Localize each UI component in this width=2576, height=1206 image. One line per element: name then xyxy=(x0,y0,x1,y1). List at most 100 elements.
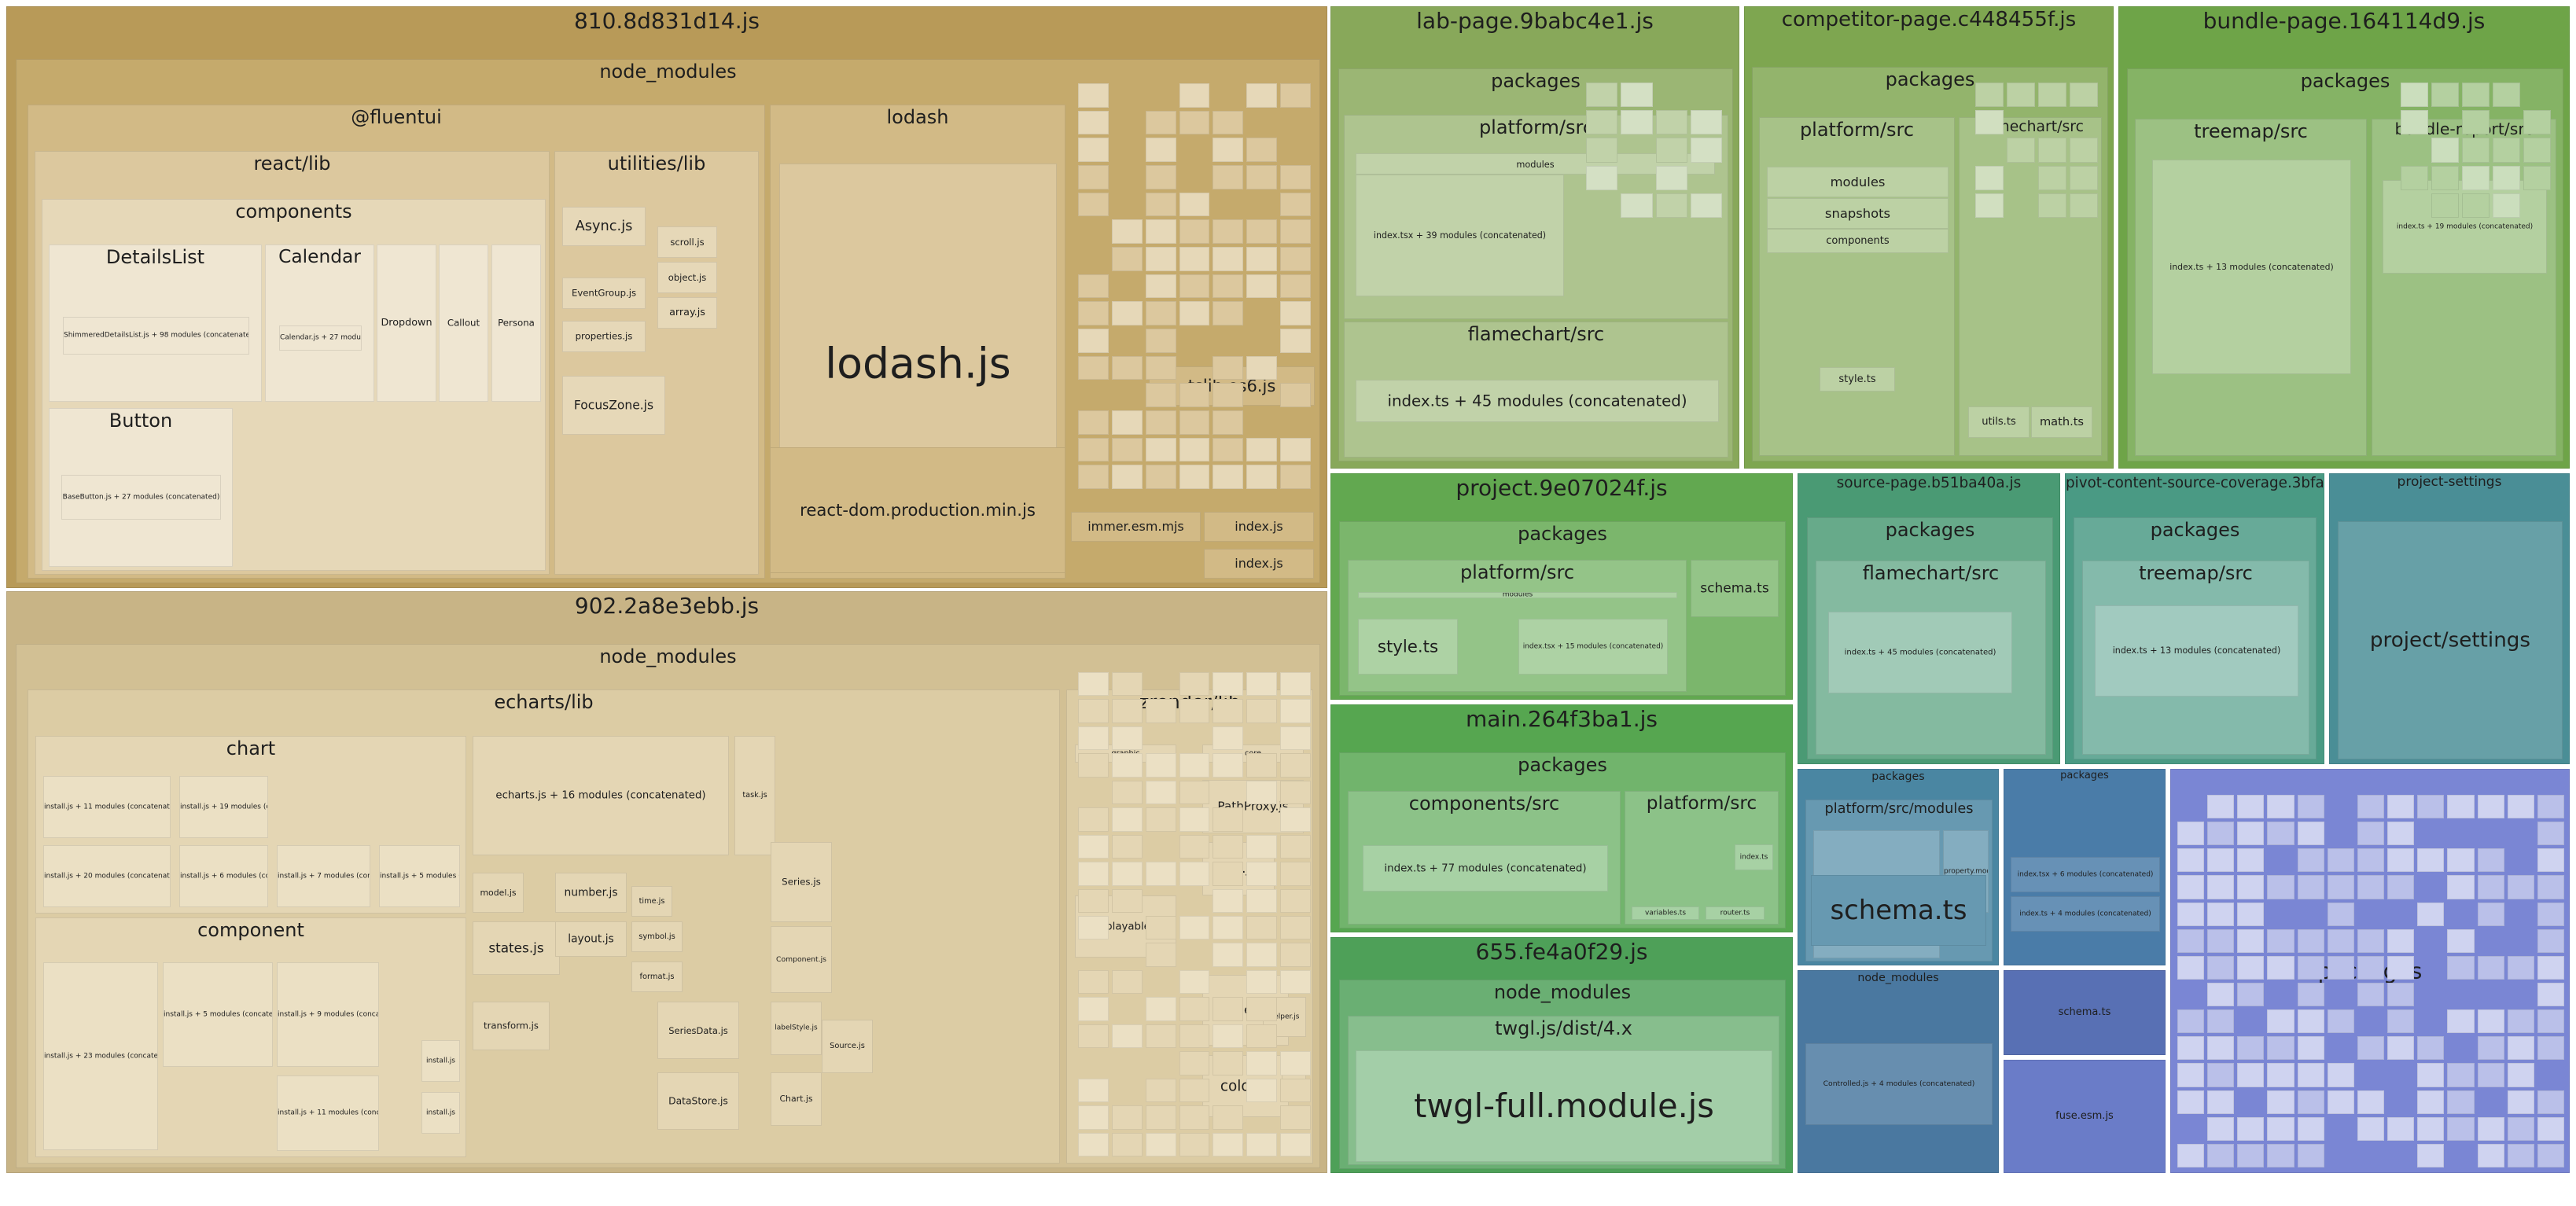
module-cell[interactable] xyxy=(2417,848,2445,873)
module-cell[interactable] xyxy=(2357,1090,2385,1114)
module-cell[interactable] xyxy=(1213,834,1244,859)
module-cell[interactable] xyxy=(2417,1143,2445,1167)
module-cell[interactable] xyxy=(1145,410,1176,435)
module-cell[interactable] xyxy=(1111,1024,1143,1049)
module-cell[interactable] xyxy=(2507,1116,2534,1141)
module-number-js[interactable]: number.js xyxy=(555,873,627,913)
module-cell[interactable] xyxy=(1078,110,1109,135)
module-cell[interactable] xyxy=(1111,726,1143,751)
module-cell[interactable] xyxy=(2327,1009,2354,1034)
module-focuszone-js[interactable]: FocusZone.js xyxy=(562,376,665,435)
module-cell[interactable] xyxy=(1179,247,1210,271)
module-cell[interactable] xyxy=(2493,83,2520,108)
module-cell[interactable] xyxy=(1179,753,1210,778)
module-cell[interactable] xyxy=(1145,1078,1176,1103)
bundle-tile-pivot-content-source-coverage-3bfac557-js[interactable]: pivot-content-source-coverage.3bfac557.j… xyxy=(2065,473,2324,764)
module-cell[interactable] xyxy=(1111,355,1143,381)
module-controlled-js-4-modules-concatenated[interactable]: Controlled.js + 4 modules (concatenated) xyxy=(1805,1043,1993,1125)
module-cell[interactable] xyxy=(1246,83,1278,108)
module-chart-js[interactable]: Chart.js xyxy=(771,1072,822,1126)
module-cell[interactable] xyxy=(2387,928,2415,953)
module-cell[interactable] xyxy=(2207,1009,2235,1034)
module-cell[interactable] xyxy=(1179,916,1210,940)
module-cell[interactable] xyxy=(2177,928,2205,953)
module-cell[interactable] xyxy=(1078,1105,1109,1130)
module-cell[interactable] xyxy=(2327,902,2354,926)
module-cell[interactable] xyxy=(2297,1009,2324,1034)
module-utils-ts[interactable]: utils.ts xyxy=(1968,406,2030,438)
module-cell[interactable] xyxy=(1179,862,1210,886)
module-cell[interactable] xyxy=(1179,1051,1210,1075)
module-cell[interactable] xyxy=(2387,1009,2415,1034)
module-cell[interactable] xyxy=(2177,1009,2205,1034)
module-cell[interactable] xyxy=(2523,165,2551,190)
module-cell[interactable] xyxy=(2070,83,2098,108)
module-cell[interactable] xyxy=(1078,997,1109,1021)
module-install-js-11-modules-concatenated[interactable]: install.js + 11 modules (concatenated) xyxy=(43,776,171,838)
module-cell[interactable] xyxy=(1111,862,1143,886)
module-cell[interactable] xyxy=(1179,834,1210,859)
module-cell[interactable] xyxy=(1280,1105,1311,1130)
module-cell[interactable] xyxy=(2207,1063,2235,1087)
module-datastore-js[interactable]: DataStore.js xyxy=(657,1072,739,1130)
module-cell[interactable] xyxy=(2387,848,2415,873)
module-cell[interactable] xyxy=(1213,726,1244,751)
module-cell[interactable] xyxy=(2207,875,2235,899)
module-cell[interactable] xyxy=(2297,1036,2324,1061)
module-cell[interactable] xyxy=(1246,219,1278,244)
module-cell[interactable] xyxy=(2297,1063,2324,1087)
module-cell[interactable] xyxy=(1213,355,1244,381)
module-cell[interactable] xyxy=(1280,1051,1311,1075)
module-cell[interactable] xyxy=(1280,274,1311,299)
module-cell[interactable] xyxy=(2207,848,2235,873)
module-cell[interactable] xyxy=(2477,1036,2504,1061)
module-cell[interactable] xyxy=(1655,165,1687,190)
module-cell[interactable] xyxy=(2070,165,2098,190)
module-cell[interactable] xyxy=(2477,795,2504,819)
module-cell[interactable] xyxy=(1246,888,1278,913)
module-cell[interactable] xyxy=(1078,165,1109,189)
module-cell[interactable] xyxy=(1078,1132,1109,1156)
module-cell[interactable] xyxy=(2297,1143,2324,1167)
module-cell[interactable] xyxy=(1111,807,1143,832)
module-cell[interactable] xyxy=(2357,848,2385,873)
module-cell[interactable] xyxy=(2237,1143,2265,1167)
module-cell[interactable] xyxy=(2537,822,2564,846)
module-cell[interactable] xyxy=(2507,875,2534,899)
module-dropdown[interactable]: Dropdown xyxy=(377,245,436,402)
module-install-js-23-modules-concatenated[interactable]: install.js + 23 modules (concatenated) xyxy=(43,962,158,1150)
module-series-js[interactable]: Series.js xyxy=(771,842,832,922)
module-cell[interactable] xyxy=(1213,862,1244,886)
module-install-js-20-modules-concatenated[interactable]: install.js + 20 modules (concatenated) xyxy=(43,845,171,907)
module-cell[interactable] xyxy=(2177,848,2205,873)
module-cell[interactable] xyxy=(2297,875,2324,899)
module-cell[interactable] xyxy=(1145,807,1176,832)
module-cell[interactable] xyxy=(1621,193,1653,218)
module-router-ts[interactable]: router.ts xyxy=(1706,906,1765,920)
module-cell[interactable] xyxy=(1280,672,1311,697)
module-cell[interactable] xyxy=(2447,875,2475,899)
module-cell[interactable] xyxy=(1246,943,1278,967)
module-cell[interactable] xyxy=(2207,983,2235,1007)
module-cell[interactable] xyxy=(2207,1036,2235,1061)
module-cell[interactable] xyxy=(2477,875,2504,899)
module-cell[interactable] xyxy=(1280,780,1311,805)
module-cell[interactable] xyxy=(2462,138,2490,163)
module-cell[interactable] xyxy=(2507,1036,2534,1061)
module-cell[interactable] xyxy=(1280,329,1311,353)
module-cell[interactable] xyxy=(2207,1143,2235,1167)
module-cell[interactable] xyxy=(2177,1143,2205,1167)
module-cell[interactable] xyxy=(1213,410,1244,435)
module-cell[interactable] xyxy=(1078,862,1109,886)
module-cell[interactable] xyxy=(1213,888,1244,913)
module-cell[interactable] xyxy=(1280,247,1311,271)
module-symbol-js[interactable]: symbol.js xyxy=(631,921,683,952)
module-cell[interactable] xyxy=(1078,138,1109,162)
module-cell[interactable] xyxy=(1179,807,1210,832)
